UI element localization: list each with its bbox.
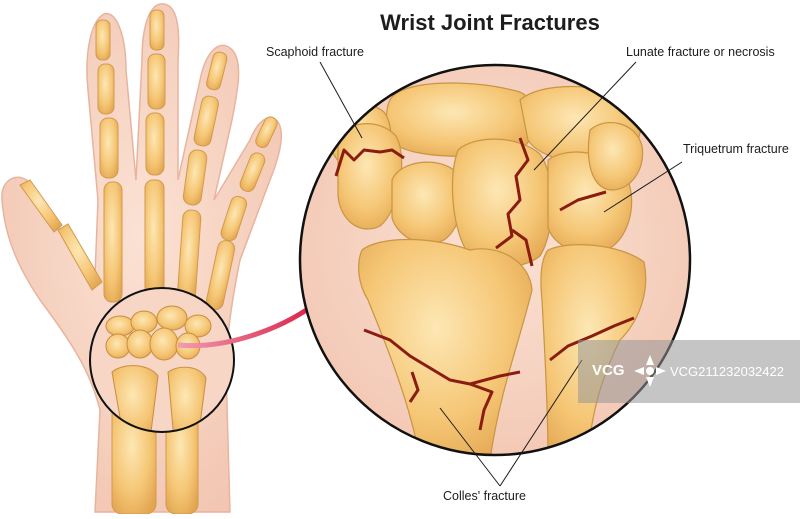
label-lunate-fracture: Lunate fracture or necrosis <box>626 45 775 59</box>
label-scaphoid-fracture: Scaphoid fracture <box>266 45 364 59</box>
leader-lines <box>319 61 683 487</box>
watermark-logo-icon <box>634 355 666 387</box>
label-colles-fracture: Colles' fracture <box>443 489 526 503</box>
label-triquetrum-fracture: Triquetrum fracture <box>683 142 789 156</box>
wrist-closeup-marker <box>89 287 235 433</box>
watermark-code: VCG211232032422 <box>670 364 784 379</box>
hand-bones <box>19 9 278 515</box>
watermark-brand: VCG <box>592 362 625 379</box>
diagram-title: Wrist Joint Fractures <box>380 10 600 35</box>
fracture-lines <box>334 137 635 431</box>
watermark: VCG VCG211232032422 <box>578 340 800 403</box>
